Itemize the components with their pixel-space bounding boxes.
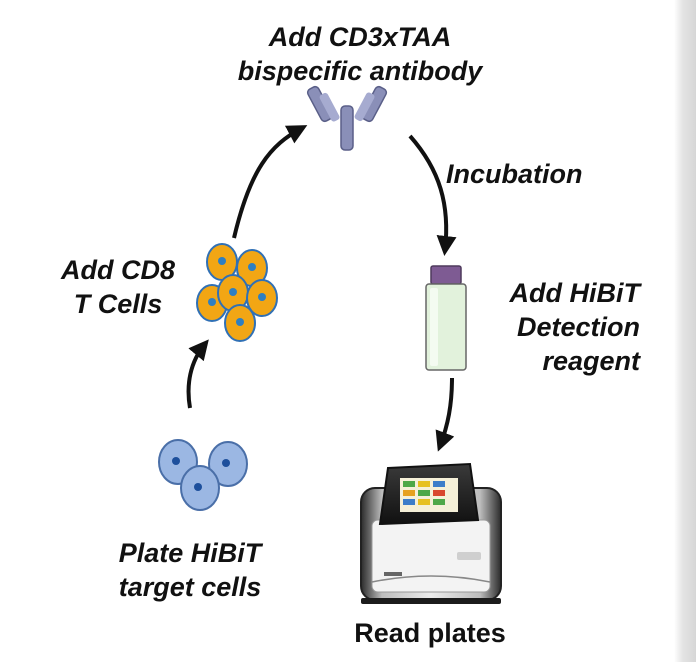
incubation-text: Incubation [446, 159, 583, 189]
target-cells-icon [158, 439, 248, 511]
antibody-step-line1: Add CD3xTAA [268, 22, 452, 52]
tcells-step-line2: T Cells [73, 289, 163, 319]
detection-step-line1: Add HiBiT [509, 278, 640, 308]
tcell-cluster-icon [196, 243, 278, 342]
target-step-label: Plate HiBiT target cells [80, 536, 300, 604]
plate-reader-icon [360, 462, 502, 604]
arrow-detection-to-reader [435, 377, 455, 452]
detection-reagent-vial-icon [425, 265, 467, 371]
tcells-step-label: Add CD8 T Cells [38, 253, 198, 321]
antibody-step-line2: bispecific antibody [237, 56, 483, 86]
read-plates-text: Read plates [354, 618, 506, 648]
tcells-step-line1: Add CD8 [61, 255, 175, 285]
antibody-icon [306, 85, 388, 151]
detection-step-line3: reagent [542, 346, 640, 376]
target-step-line1: Plate HiBiT [118, 538, 262, 568]
arrow-antibody-to-detection [408, 134, 457, 256]
incubation-label: Incubation [446, 157, 583, 191]
read-plates-label: Read plates [330, 616, 530, 650]
arrow-tcells-to-antibody [232, 125, 308, 239]
detection-step-line2: Detection [516, 312, 640, 342]
target-step-line2: target cells [118, 572, 262, 602]
page-edge-shadow [674, 0, 696, 662]
antibody-step-label: Add CD3xTAA bispecific antibody [210, 20, 510, 88]
detection-step-label: Add HiBiT Detection reagent [468, 276, 640, 378]
arrow-target-to-tcells [186, 339, 209, 409]
